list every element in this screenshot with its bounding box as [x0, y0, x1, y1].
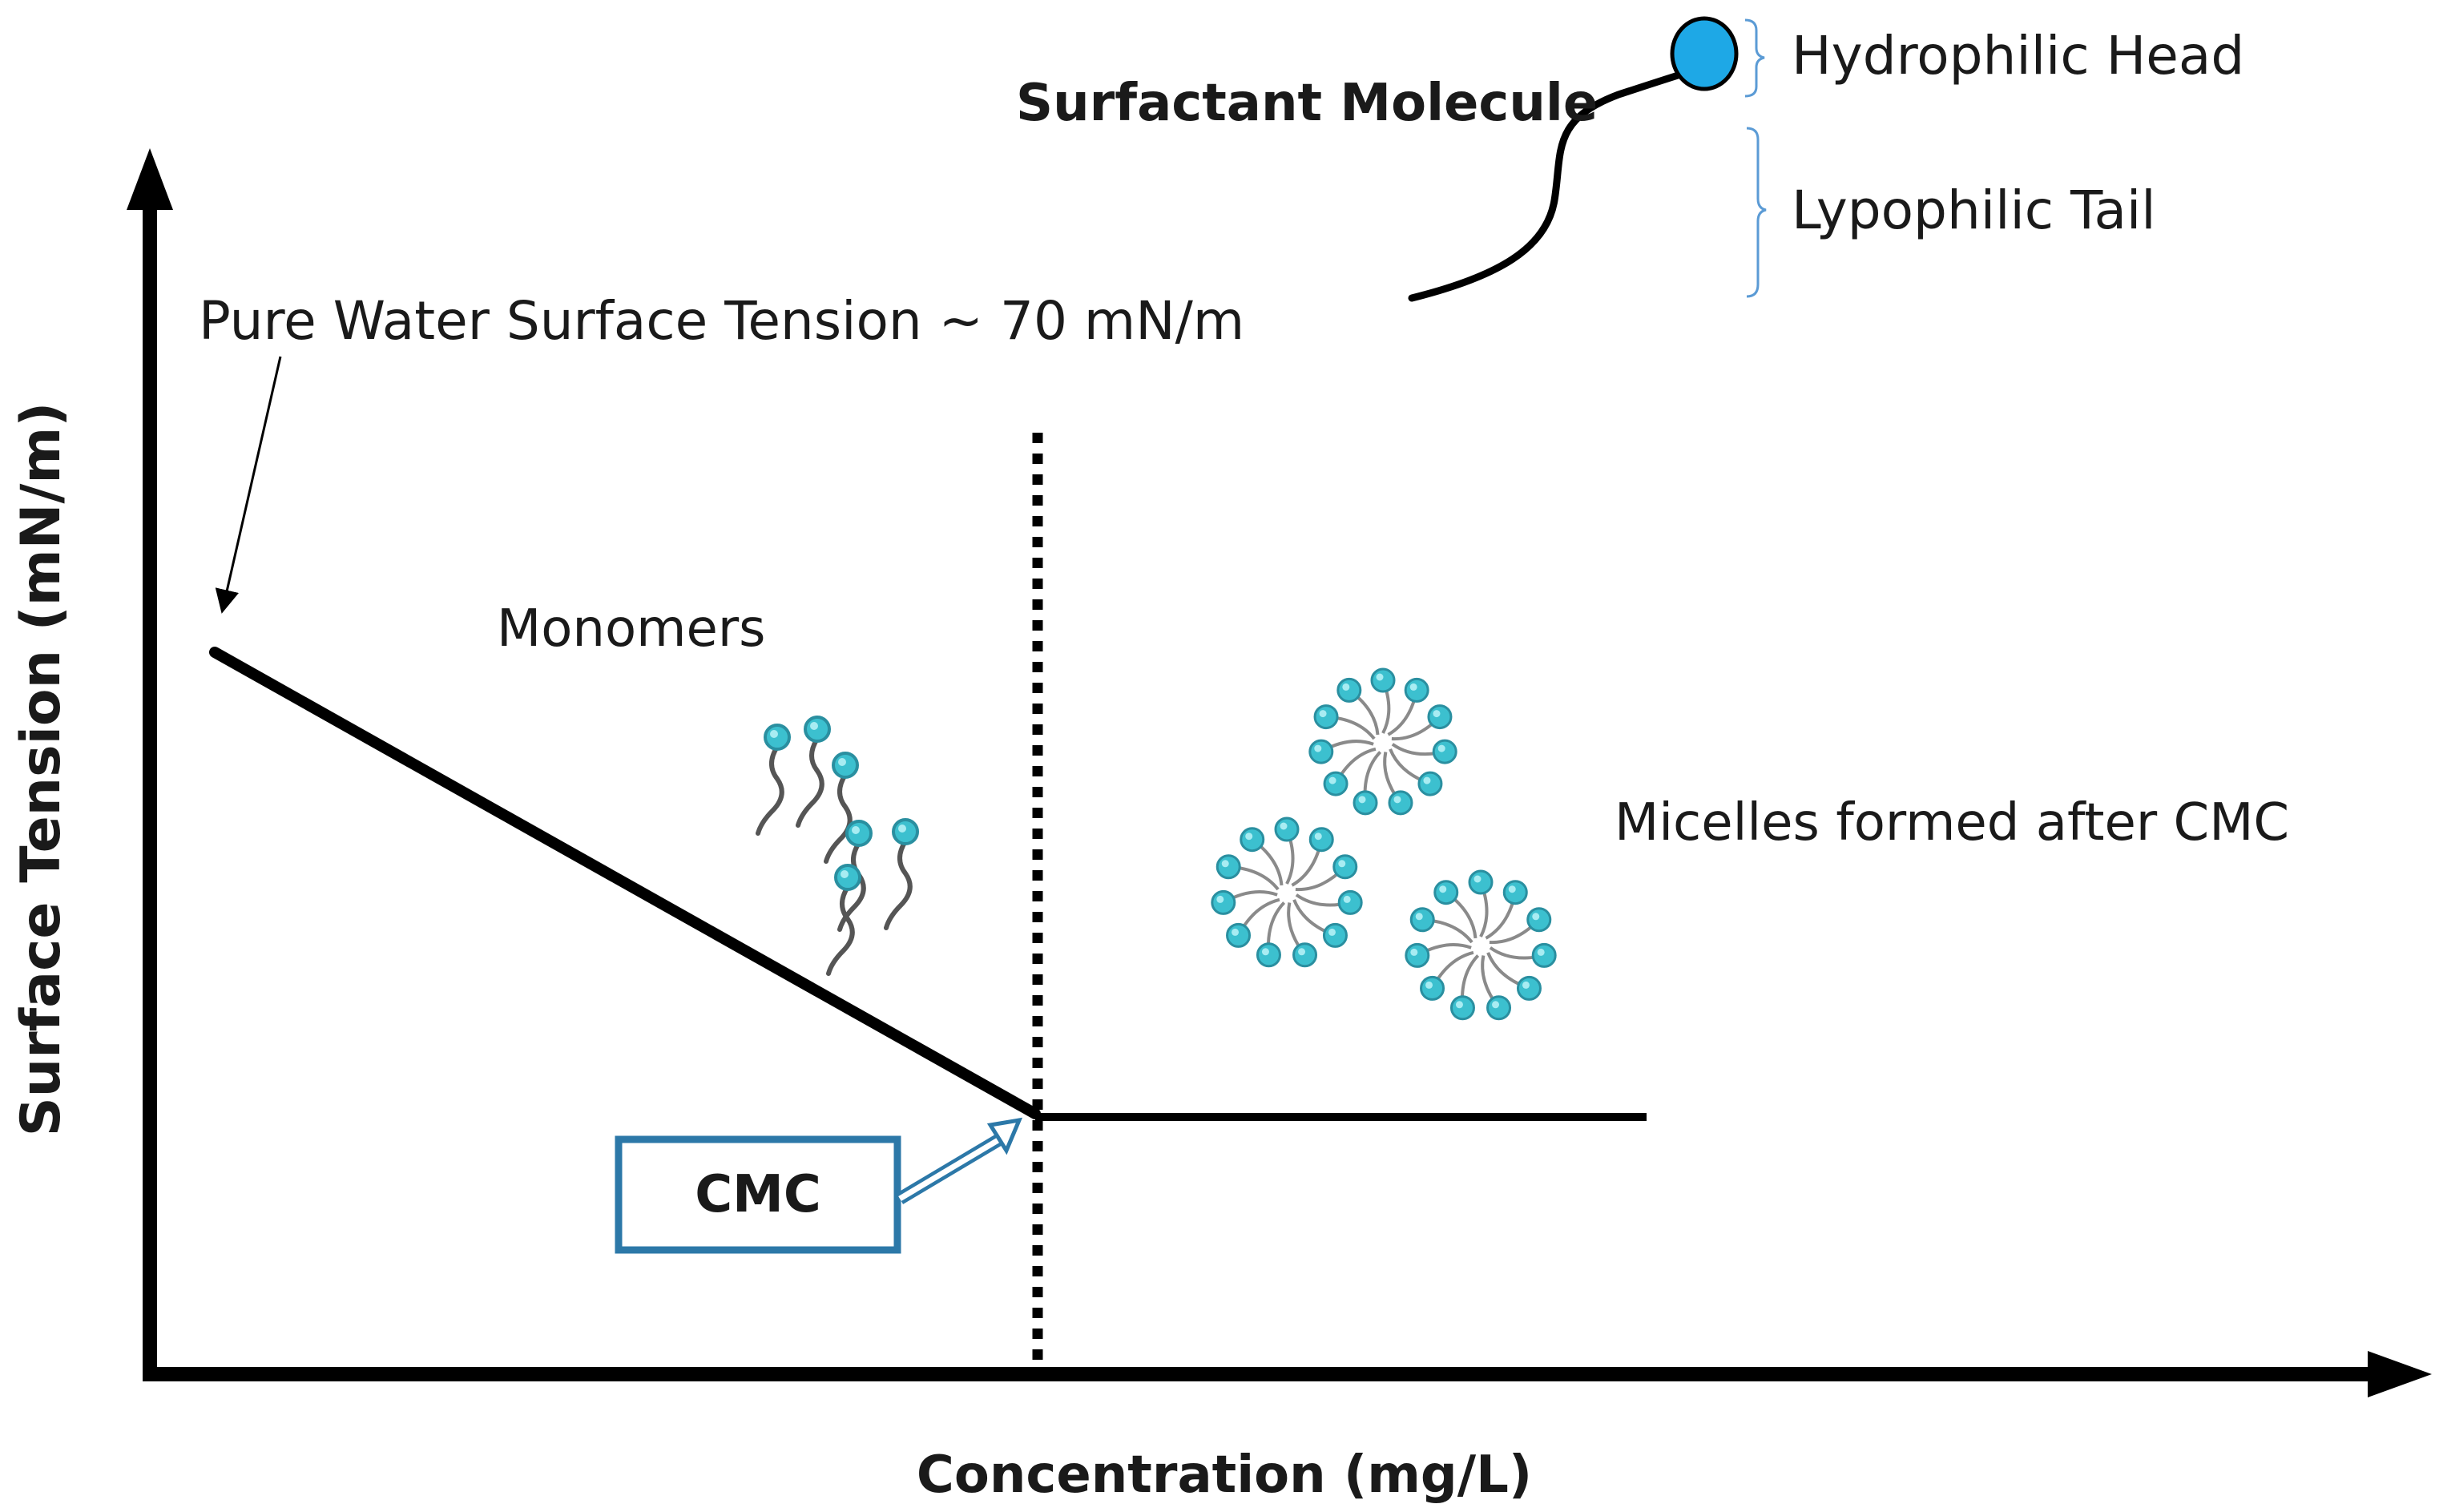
monomers-label: Monomers [497, 599, 765, 659]
micelle-icon [1211, 816, 1363, 968]
molecule-head [1670, 16, 1739, 91]
pure-water-label: Pure Water Surface Tension ~ 70 mN/m [199, 290, 1244, 352]
monomer-icon [884, 818, 919, 930]
monomer-icon [824, 752, 859, 864]
cmc-label: CMC [695, 1165, 821, 1224]
micelles-label: Micelles formed after CMC [1615, 793, 2289, 853]
x-axis-label: Concentration (mg/L) [917, 1445, 1532, 1505]
cmc-box [615, 1135, 901, 1254]
head-bracket [1744, 18, 1765, 98]
cmc-hollow-arrow [896, 1117, 1023, 1204]
molecule-tail [1408, 65, 1703, 302]
tail-label: Lypophilic Tail [1792, 179, 2156, 241]
head-label: Hydrophilic Head [1792, 25, 2244, 87]
monomers-group [756, 716, 919, 976]
molecule-title: Surfactant Molecule [1016, 74, 1598, 133]
y-axis-arrowhead [127, 148, 173, 210]
tail-bracket [1746, 127, 1767, 298]
micelle-icon [1405, 869, 1557, 1021]
declining-segment [209, 647, 1041, 1119]
cmc-callout: CMC [615, 1117, 1023, 1254]
axes [127, 148, 2432, 1397]
micelle-icon [1308, 667, 1457, 816]
x-axis-arrowhead [2368, 1351, 2432, 1397]
pure-water-pointer [215, 356, 282, 614]
tension-curve [209, 647, 1647, 1121]
monomer-icon [826, 864, 861, 976]
monomer-icon [756, 724, 791, 836]
surfactant-molecule-icon [1408, 16, 1739, 302]
micelles-group [1211, 667, 1557, 1021]
monomer-icon [796, 716, 831, 828]
y-axis-label: Surface Tension (mN/m) [10, 402, 73, 1137]
